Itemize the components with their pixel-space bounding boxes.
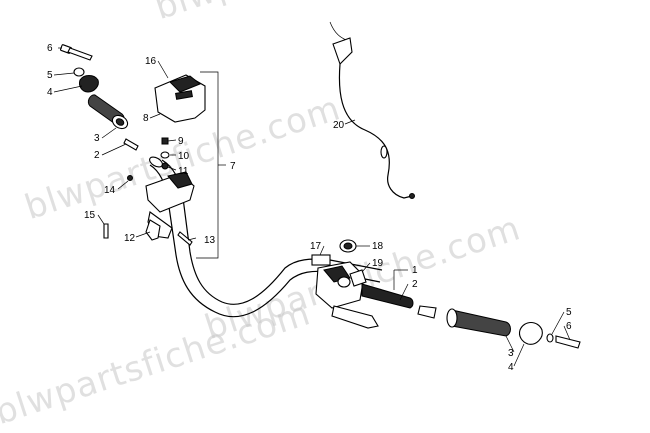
switch-housing xyxy=(154,74,206,123)
left-grip xyxy=(87,94,129,130)
right-bolt xyxy=(555,335,581,349)
callout-4-right: 4 xyxy=(508,362,514,373)
throttle-cable xyxy=(329,21,415,199)
callout-15: 15 xyxy=(84,210,96,221)
callout-20: 20 xyxy=(333,120,345,131)
callout-10: 10 xyxy=(178,151,190,162)
brake-lever-assembly xyxy=(315,261,379,329)
callout-16: 16 xyxy=(145,56,157,67)
callout-7: 7 xyxy=(230,161,236,172)
callout-4-left: 4 xyxy=(47,87,53,98)
exploded-parts-diagram: 6 5 4 16 8 3 9 2 10 11 7 14 15 12 13 20 … xyxy=(47,21,581,373)
callout-6-left: 6 xyxy=(47,43,53,54)
screw-14 xyxy=(127,175,133,181)
left-washer xyxy=(73,67,85,77)
leader-lines xyxy=(53,47,571,367)
callout-13: 13 xyxy=(204,235,216,246)
screw-19 xyxy=(349,269,367,287)
gasket-18-center xyxy=(343,242,353,250)
callout-labels: 6 5 4 16 8 3 9 2 10 11 7 14 15 12 13 20 … xyxy=(47,43,572,373)
diagram-canvas: blwpartsfiche.com blwpartsfiche.com blwp… xyxy=(0,0,581,433)
nut-11 xyxy=(161,162,169,170)
callout-18: 18 xyxy=(372,241,384,252)
right-washer xyxy=(546,333,554,343)
callout-14: 14 xyxy=(104,185,116,196)
callout-12: 12 xyxy=(124,233,136,244)
callout-1-right: 1 xyxy=(412,265,418,276)
callout-6-right: 6 xyxy=(566,321,572,332)
washer-10 xyxy=(160,151,170,159)
callout-5-right: 5 xyxy=(566,307,572,318)
bolt-15 xyxy=(103,223,109,239)
right-insert-2 xyxy=(417,305,437,319)
right-bar-end xyxy=(518,321,543,345)
callout-2-right: 2 xyxy=(412,279,418,290)
throttle-tube-1 xyxy=(361,283,414,309)
callout-5-left: 5 xyxy=(47,70,53,81)
right-grip xyxy=(446,308,511,337)
left-bar-end xyxy=(79,75,99,93)
callout-8: 8 xyxy=(143,113,149,124)
left-bolt xyxy=(60,44,93,61)
callout-9: 9 xyxy=(178,136,184,147)
callout-11: 11 xyxy=(178,166,189,177)
callout-19: 19 xyxy=(372,258,384,269)
callout-3-left: 3 xyxy=(94,133,100,144)
screw-9 xyxy=(161,137,169,145)
bolt-13 xyxy=(177,231,193,246)
switch-pad-17 xyxy=(311,254,331,266)
callout-3-right: 3 xyxy=(508,348,514,359)
callout-2-left: 2 xyxy=(94,150,100,161)
left-grip-insert xyxy=(123,138,139,151)
callout-17: 17 xyxy=(310,241,322,252)
lever-12 xyxy=(145,219,161,241)
